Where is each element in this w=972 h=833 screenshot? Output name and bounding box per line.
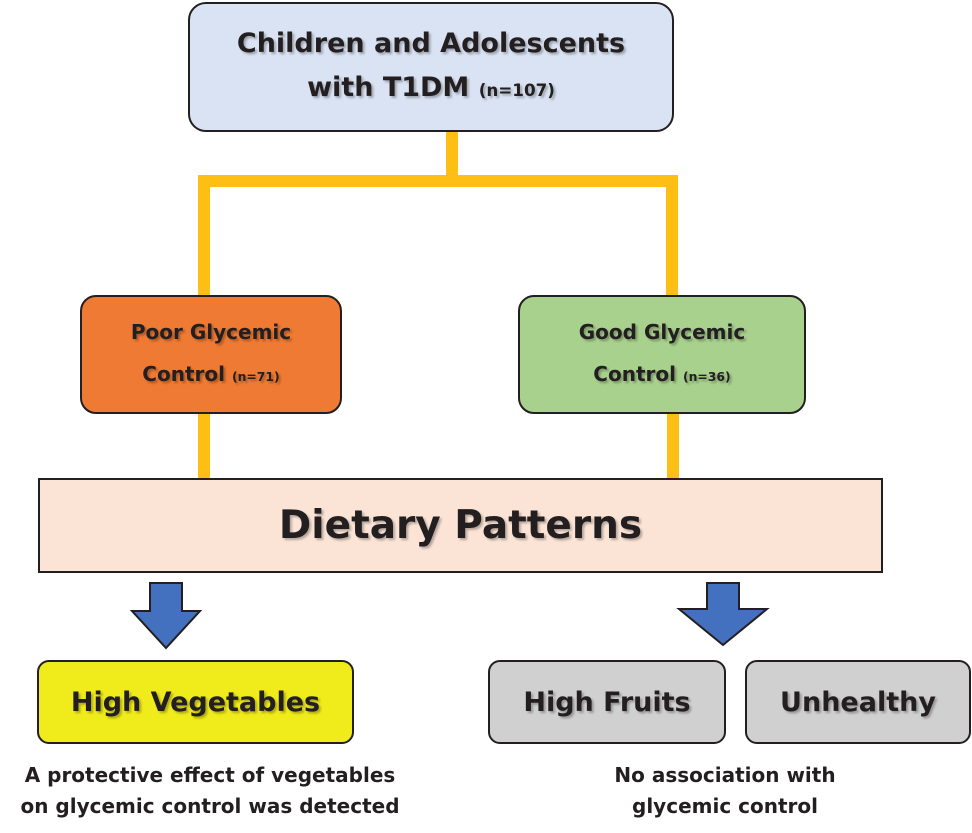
good-glycemic-control-node: Good Glycemic Control (n=36) bbox=[518, 295, 806, 414]
no-association-line1: No association with bbox=[614, 763, 836, 787]
vegetables-finding-line1: A protective effect of vegetables bbox=[24, 763, 396, 787]
connector-branch bbox=[198, 175, 678, 295]
dietary-patterns-label: Dietary Patterns bbox=[278, 503, 643, 548]
unhealthy-label: Unhealthy bbox=[780, 686, 936, 718]
high-fruits-label: High Fruits bbox=[523, 686, 691, 718]
vegetables-finding-line2: on glycemic control was detected bbox=[20, 794, 400, 818]
poor-title-line1: Poor Glycemic bbox=[130, 320, 292, 344]
poor-glycemic-control-node: Poor Glycemic Control (n=71) bbox=[80, 295, 342, 414]
down-arrow-left-icon bbox=[129, 582, 203, 650]
high-vegetables-label: High Vegetables bbox=[70, 686, 321, 718]
poor-title-line2: Control bbox=[142, 362, 225, 386]
root-sample-size: (n=107) bbox=[478, 80, 555, 100]
root-title-line2: with T1DM bbox=[307, 72, 470, 103]
down-arrow-right-icon bbox=[676, 582, 770, 647]
fruits-unhealthy-finding-note: No association with glycemic control bbox=[575, 760, 875, 822]
good-title-line2: Control bbox=[593, 362, 676, 386]
no-association-line2: glycemic control bbox=[632, 794, 818, 818]
dietary-patterns-node: Dietary Patterns bbox=[38, 478, 883, 573]
good-title-line1: Good Glycemic bbox=[578, 320, 746, 344]
high-fruits-node: High Fruits bbox=[488, 660, 726, 744]
root-node-t1dm-population: Children and Adolescents with T1DM (n=10… bbox=[188, 2, 674, 132]
root-title-line1: Children and Adolescents bbox=[236, 28, 626, 59]
poor-sample-size: (n=71) bbox=[231, 369, 280, 384]
high-vegetables-node: High Vegetables bbox=[37, 660, 354, 744]
vegetables-finding-note: A protective effect of vegetables on gly… bbox=[0, 760, 420, 822]
unhealthy-node: Unhealthy bbox=[745, 660, 971, 744]
good-sample-size: (n=36) bbox=[682, 369, 731, 384]
